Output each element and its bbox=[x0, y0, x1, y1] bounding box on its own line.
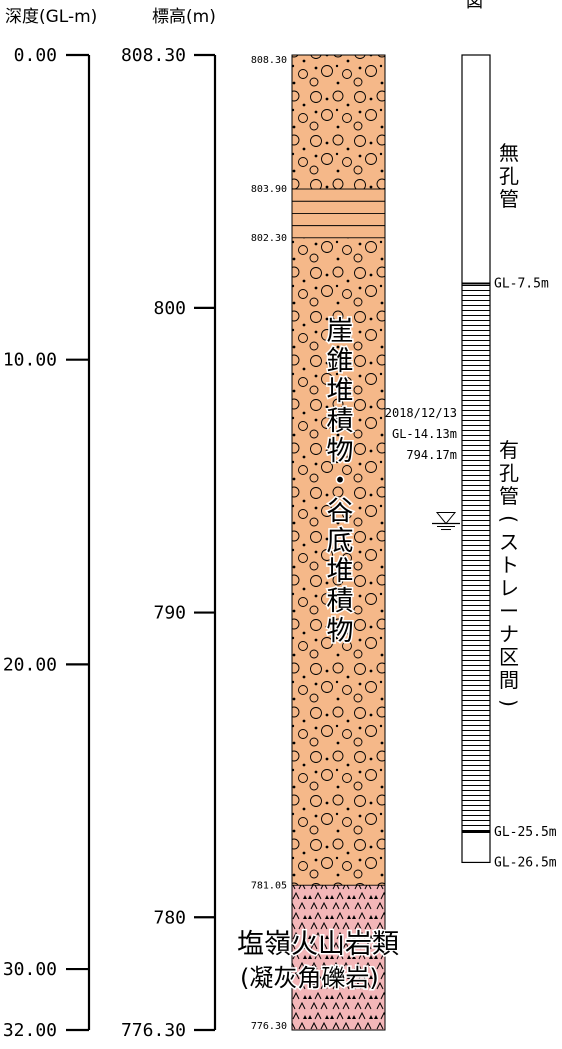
elevation-tick-label: 808.30 bbox=[121, 45, 186, 66]
column-elevation-label: 803.90 bbox=[251, 184, 287, 195]
lower-layer-name-line1: 塩嶺火山岩類 bbox=[237, 929, 399, 960]
diagram-header: 図 bbox=[466, 0, 483, 12]
depth-tick-label: 32.00 bbox=[3, 1020, 57, 1041]
perforated-label-char: ー bbox=[499, 599, 519, 623]
depth-tick-label: 0.00 bbox=[14, 45, 57, 66]
groundwater-triangle bbox=[435, 512, 457, 525]
perforated-label-char: 管 bbox=[499, 484, 519, 508]
elevation-axis: 808.30 800 790 780 776.30 bbox=[121, 45, 217, 1041]
upper-layer-name-char: 底 bbox=[327, 526, 354, 557]
upper-layer-name-char: 積 bbox=[327, 586, 354, 617]
upper-layer-name-char: 崖 bbox=[327, 316, 354, 347]
pipe-outline bbox=[461, 54, 491, 864]
pipe-bottom-blank bbox=[462, 831, 490, 863]
groundwater-marker bbox=[432, 512, 460, 531]
column-elevation-label: 802.30 bbox=[251, 233, 287, 244]
column-elevation-label: 776.30 bbox=[251, 1021, 287, 1032]
perforated-label-char: ス bbox=[499, 530, 519, 554]
elevation-tick-label: 780 bbox=[153, 907, 186, 928]
elevation-header: 標高(m) bbox=[152, 7, 216, 27]
elevation-tick-label: 800 bbox=[153, 298, 186, 319]
depth-tick-label: 10.00 bbox=[3, 350, 57, 371]
boring-column: 808.30 803.90 802.30 781.05 776.30 bbox=[251, 54, 386, 1032]
unperforated-label-char: 孔 bbox=[499, 164, 519, 188]
groundwater-elevation: 794.17m bbox=[406, 448, 457, 462]
upper-layer-name-char: 積 bbox=[327, 406, 354, 437]
depth-tick-label: 20.00 bbox=[3, 654, 57, 675]
perforated-label-char: 間 bbox=[499, 668, 519, 692]
pipe-unperforated bbox=[462, 55, 490, 284]
well-pipe: GL-7.5m GL-25.5m GL-26.5m 無孔管 有孔管(ストレーナ区… bbox=[461, 54, 557, 870]
perforated-label-char: 区 bbox=[499, 645, 519, 669]
groundwater-level: 2018/12/13 GL-14.13m 794.17m bbox=[385, 406, 460, 531]
layer-shiogama-volcanic-breccia bbox=[291, 884, 386, 1031]
pipe-screen bbox=[462, 283, 490, 832]
perforated-label-char: 孔 bbox=[499, 461, 519, 485]
pipe-bottom-label: GL-26.5m bbox=[494, 855, 557, 870]
unperforated-label-char: 管 bbox=[499, 187, 519, 211]
pipe-screen-bottom-label: GL-25.5m bbox=[494, 825, 557, 840]
groundwater-depth: GL-14.13m bbox=[392, 427, 457, 441]
groundwater-date: 2018/12/13 bbox=[385, 406, 457, 420]
elevation-tick-label: 790 bbox=[153, 603, 186, 624]
unperforated-pipe-label: 無孔管 bbox=[499, 141, 519, 211]
pipe-screen-top-label: GL-7.5m bbox=[494, 277, 549, 292]
unperforated-label-char: 無 bbox=[499, 141, 519, 165]
upper-layer-name-char: 堆 bbox=[327, 376, 354, 407]
depth-tick-label: 30.00 bbox=[3, 959, 57, 980]
upper-layer-name-char: 谷 bbox=[327, 496, 354, 527]
upper-layer-name-char: ・ bbox=[327, 466, 354, 497]
elevation-tick-label: 776.30 bbox=[121, 1020, 186, 1041]
upper-layer-name-char: 錐 bbox=[327, 346, 354, 377]
upper-layer-name-char: 堆 bbox=[327, 556, 354, 587]
lower-layer-name-line2: (凝灰角礫岩) bbox=[240, 964, 379, 992]
column-elevation-label: 781.05 bbox=[251, 880, 287, 891]
upper-layer-name-char: 物 bbox=[327, 436, 354, 467]
depth-axis: 0.00 10.00 20.00 30.00 32.00 bbox=[3, 45, 91, 1041]
perforated-label-char: レ bbox=[499, 576, 519, 600]
upper-layer-name-char: 物 bbox=[327, 616, 354, 647]
layer-gravel-top bbox=[291, 54, 386, 190]
perforated-label-char: ナ bbox=[499, 622, 519, 646]
perforated-label-char: ト bbox=[499, 553, 519, 577]
perforated-label-char: ( bbox=[497, 515, 521, 523]
depth-header: 深度(GL-m) bbox=[5, 7, 97, 27]
perforated-label-char: 有 bbox=[499, 438, 519, 462]
boring-column-frame bbox=[291, 54, 386, 1031]
column-elevation-label: 808.30 bbox=[251, 55, 287, 66]
perforated-label-char: ) bbox=[497, 699, 521, 707]
